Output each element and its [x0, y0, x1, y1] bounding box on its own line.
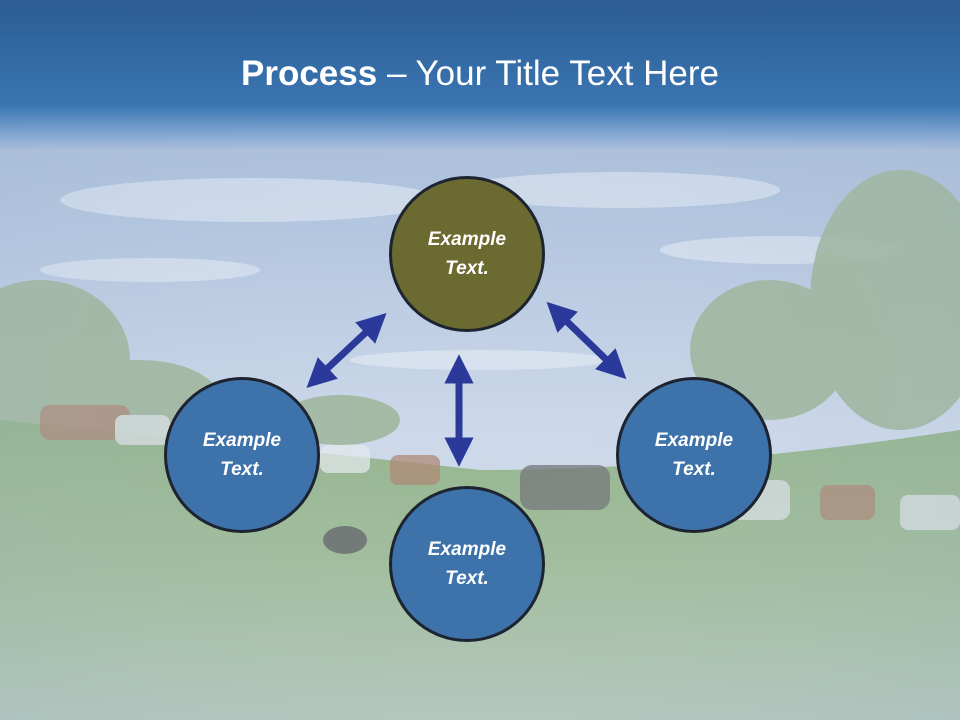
node-left-line2: Text. [220, 459, 264, 480]
node-right-line1: Example [654, 430, 734, 451]
arrow-top-left [306, 312, 387, 389]
title-bar [0, 0, 960, 150]
node-right-line2: Text. [672, 459, 716, 480]
node-right: Example Text. [616, 377, 772, 533]
arrow-top-right [546, 301, 627, 380]
node-top: Example Text. [389, 176, 545, 332]
node-top-line2: Text. [445, 258, 489, 279]
title-bold: Process [241, 54, 378, 93]
node-top-line1: Example [427, 229, 507, 250]
node-left-line1: Example [202, 430, 282, 451]
node-bottom-line2: Text. [445, 568, 489, 589]
node-left: Example Text. [164, 377, 320, 533]
slide-title: Process – Your Title Text Here [0, 52, 960, 96]
title-rest: – Your Title Text Here [377, 54, 719, 93]
node-bottom: Example Text. [389, 486, 545, 642]
node-bottom-line1: Example [427, 539, 507, 560]
